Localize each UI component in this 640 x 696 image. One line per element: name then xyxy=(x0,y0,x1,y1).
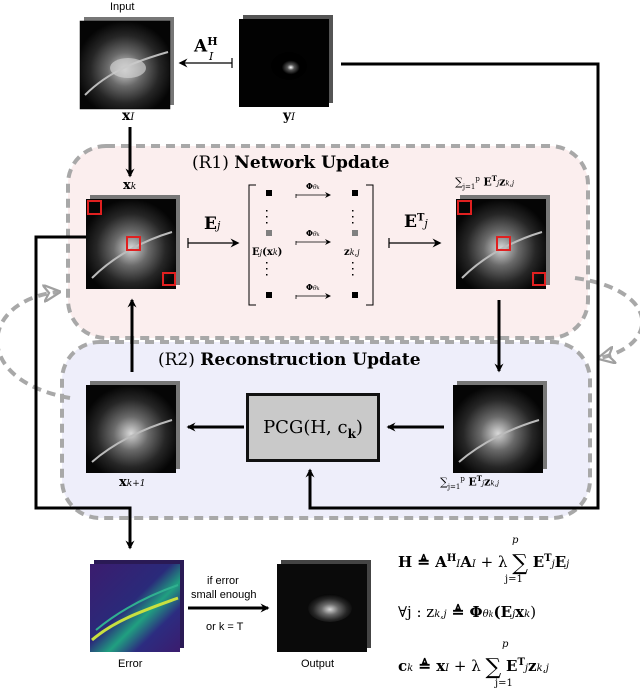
equation-H: H ≜ AHIAI + λ ∑ ETjEj xyxy=(398,551,570,576)
label-adjoint-op: AH xyxy=(194,35,218,57)
input-image-xI xyxy=(79,17,174,110)
label-xI: xI xyxy=(122,108,135,124)
label-stop-3: or k = T xyxy=(206,621,244,633)
label-patch-extract: Ej(xk) xyxy=(252,247,283,258)
line-yI-to-pcg xyxy=(305,62,600,510)
sum-image-r2 xyxy=(453,381,547,473)
label-zkj: zk,j xyxy=(344,247,360,258)
aggregated-image xyxy=(456,195,550,289)
arrow-EjT xyxy=(388,238,442,248)
label-phi-3: Φθk xyxy=(306,282,320,292)
label-adjoint-sub: I xyxy=(209,50,214,63)
label-xk: xk xyxy=(123,178,137,193)
arrow-ks-to-input xyxy=(178,58,233,68)
equation-z: ∀j : zk,j ≜ Φθk(Ejxk) xyxy=(398,603,537,621)
label-xk1: xk+1 xyxy=(119,475,146,490)
label-error: Error xyxy=(118,658,143,670)
label-Ej: Ej xyxy=(204,214,221,234)
cycle-arrow-right xyxy=(574,276,640,358)
patch-matrix xyxy=(248,184,374,306)
equation-H-sum-bot: j=1 xyxy=(505,574,523,585)
equation-H-sum-top: p xyxy=(512,535,519,546)
output-image xyxy=(277,560,371,652)
equation-c: ck ≜ xI + λ ∑ ETjzk,j xyxy=(398,655,549,680)
r1-title: (R1) Network Update xyxy=(192,153,390,173)
label-output: Output xyxy=(301,658,335,670)
r2-title: (R2) Reconstruction Update xyxy=(158,350,421,370)
label-stop-2: small enough xyxy=(191,589,257,601)
label-yI: yI xyxy=(283,108,296,124)
label-EjT: ETj xyxy=(404,212,428,232)
equation-c-sum-bot: j=1 xyxy=(495,678,513,689)
kspace-image-yI xyxy=(239,15,333,107)
arrow-Ej xyxy=(187,238,240,248)
error-map-image xyxy=(90,560,184,652)
xk-image xyxy=(86,195,180,289)
label-sum-r2: ∑j=1p ETjzk,j xyxy=(440,474,500,491)
loop-line-xk1-to-error xyxy=(34,235,135,550)
label-stop-1: if error xyxy=(207,575,239,587)
label-sum-r1: ∑j=1p ETjzk,j xyxy=(455,174,515,191)
label-phi-1: Φθk xyxy=(306,181,320,191)
equation-c-sum-top: p xyxy=(502,639,509,650)
label-phi-2: Φθk xyxy=(306,228,320,238)
label-input: Input xyxy=(110,1,135,13)
xk1-image xyxy=(86,381,180,473)
